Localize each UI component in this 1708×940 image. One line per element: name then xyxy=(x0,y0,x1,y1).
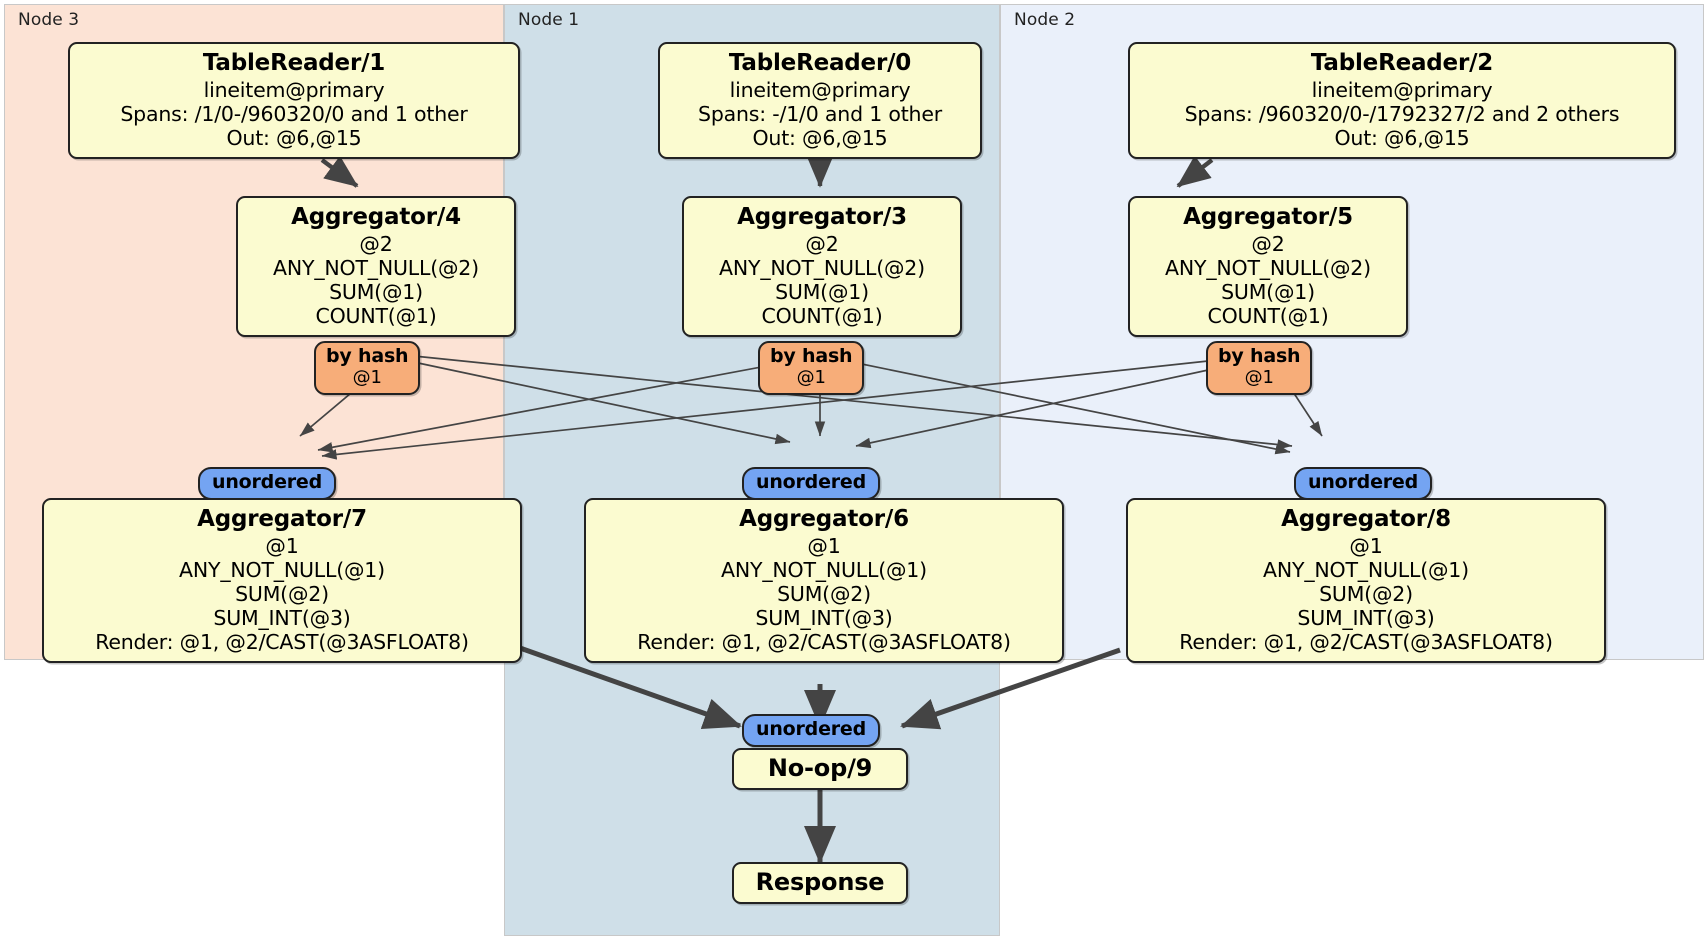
processor-line: @1 xyxy=(265,533,299,558)
processor-line: Spans: /1/0-/960320/0 and 1 other xyxy=(120,101,468,126)
processor-title: TableReader/1 xyxy=(202,50,386,76)
stream-badge-unordered-right[interactable]: unordered xyxy=(1294,467,1433,500)
processor-line: @2 xyxy=(805,231,839,256)
processor-line: COUNT(@1) xyxy=(315,303,437,328)
processor-line: Spans: /960320/0-/1792327/2 and 2 others xyxy=(1184,101,1620,126)
processor-response[interactable]: Response xyxy=(732,862,908,905)
processor-tablereader-2[interactable]: TableReader/2 lineitem@primary Spans: /9… xyxy=(1128,42,1676,159)
processor-line: ANY_NOT_NULL(@1) xyxy=(721,557,927,582)
processor-line: Out: @6,@15 xyxy=(226,125,362,150)
processor-line: SUM(@1) xyxy=(329,279,423,304)
processor-line: COUNT(@1) xyxy=(1207,303,1329,328)
badge-title: unordered xyxy=(1308,471,1419,493)
processor-line: SUM(@2) xyxy=(1319,581,1413,606)
processor-line: Out: @6,@15 xyxy=(1334,125,1470,150)
processor-title: Aggregator/3 xyxy=(737,204,907,230)
processor-aggregator-8[interactable]: Aggregator/8 @1 ANY_NOT_NULL(@1) SUM(@2)… xyxy=(1126,498,1606,663)
panel-node-3-label: Node 3 xyxy=(18,10,80,30)
processor-line: @2 xyxy=(1251,231,1285,256)
badge-title: unordered xyxy=(756,718,867,740)
badge-title: by hash xyxy=(326,345,409,367)
processor-line: ANY_NOT_NULL(@2) xyxy=(273,255,479,280)
processor-aggregator-3[interactable]: Aggregator/3 @2 ANY_NOT_NULL(@2) SUM(@1)… xyxy=(682,196,962,337)
processor-line: lineitem@primary xyxy=(729,77,911,102)
processor-aggregator-5[interactable]: Aggregator/5 @2 ANY_NOT_NULL(@2) SUM(@1)… xyxy=(1128,196,1408,337)
processor-aggregator-7[interactable]: Aggregator/7 @1 ANY_NOT_NULL(@1) SUM(@2)… xyxy=(42,498,522,663)
processor-no-op-9[interactable]: No-op/9 xyxy=(732,748,908,791)
badge-title: by hash xyxy=(770,345,853,367)
panel-node-2-label: Node 2 xyxy=(1014,10,1076,30)
processor-line: SUM(@1) xyxy=(775,279,869,304)
badge-title: unordered xyxy=(212,471,323,493)
processor-line: SUM(@2) xyxy=(235,581,329,606)
stream-badge-by-hash-center[interactable]: by hash @1 xyxy=(758,341,865,396)
stream-badge-unordered-final[interactable]: unordered xyxy=(742,714,881,747)
processor-title: TableReader/0 xyxy=(728,50,912,76)
badge-title: unordered xyxy=(756,471,867,493)
processor-title: Aggregator/5 xyxy=(1183,204,1353,230)
processor-line: ANY_NOT_NULL(@1) xyxy=(1263,557,1469,582)
processor-line: SUM(@1) xyxy=(1221,279,1315,304)
stream-badge-by-hash-left[interactable]: by hash @1 xyxy=(314,341,421,396)
badge-subtitle: @1 xyxy=(1244,366,1274,388)
processor-tablereader-0[interactable]: TableReader/0 lineitem@primary Spans: -/… xyxy=(658,42,982,159)
processor-line: lineitem@primary xyxy=(1311,77,1493,102)
processor-title: Aggregator/6 xyxy=(739,506,909,532)
processor-title: Aggregator/4 xyxy=(291,204,461,230)
panel-node-1-label: Node 1 xyxy=(518,10,580,30)
processor-line: @1 xyxy=(1349,533,1383,558)
processor-line: Render: @1, @2/CAST(@3ASFLOAT8) xyxy=(1179,629,1553,654)
processor-line: Spans: -/1/0 and 1 other xyxy=(698,101,942,126)
processor-line: Render: @1, @2/CAST(@3ASFLOAT8) xyxy=(637,629,1011,654)
processor-line: COUNT(@1) xyxy=(761,303,883,328)
processor-aggregator-4[interactable]: Aggregator/4 @2 ANY_NOT_NULL(@2) SUM(@1)… xyxy=(236,196,516,337)
processor-line: ANY_NOT_NULL(@2) xyxy=(1165,255,1371,280)
processor-line: ANY_NOT_NULL(@1) xyxy=(179,557,385,582)
processor-line: lineitem@primary xyxy=(203,77,385,102)
processor-line: SUM_INT(@3) xyxy=(755,605,893,630)
badge-subtitle: @1 xyxy=(352,366,382,388)
processor-title: Aggregator/7 xyxy=(197,506,367,532)
processor-title: TableReader/2 xyxy=(1310,50,1494,76)
badge-title: by hash xyxy=(1218,345,1301,367)
processor-line: @2 xyxy=(359,231,393,256)
processor-line: SUM(@2) xyxy=(777,581,871,606)
processor-title: Aggregator/8 xyxy=(1281,506,1451,532)
processor-line: ANY_NOT_NULL(@2) xyxy=(719,255,925,280)
processor-line: SUM_INT(@3) xyxy=(1297,605,1435,630)
processor-line: Out: @6,@15 xyxy=(752,125,888,150)
stream-badge-unordered-center[interactable]: unordered xyxy=(742,467,881,500)
stream-badge-by-hash-right[interactable]: by hash @1 xyxy=(1206,341,1313,396)
badge-subtitle: @1 xyxy=(796,366,826,388)
processor-tablereader-1[interactable]: TableReader/1 lineitem@primary Spans: /1… xyxy=(68,42,520,159)
stream-badge-unordered-left[interactable]: unordered xyxy=(198,467,337,500)
processor-aggregator-6[interactable]: Aggregator/6 @1 ANY_NOT_NULL(@1) SUM(@2)… xyxy=(584,498,1064,663)
processor-line: @1 xyxy=(807,533,841,558)
processor-title: Response xyxy=(755,868,885,896)
processor-line: Render: @1, @2/CAST(@3ASFLOAT8) xyxy=(95,629,469,654)
processor-title: No-op/9 xyxy=(767,754,873,782)
processor-line: SUM_INT(@3) xyxy=(213,605,351,630)
